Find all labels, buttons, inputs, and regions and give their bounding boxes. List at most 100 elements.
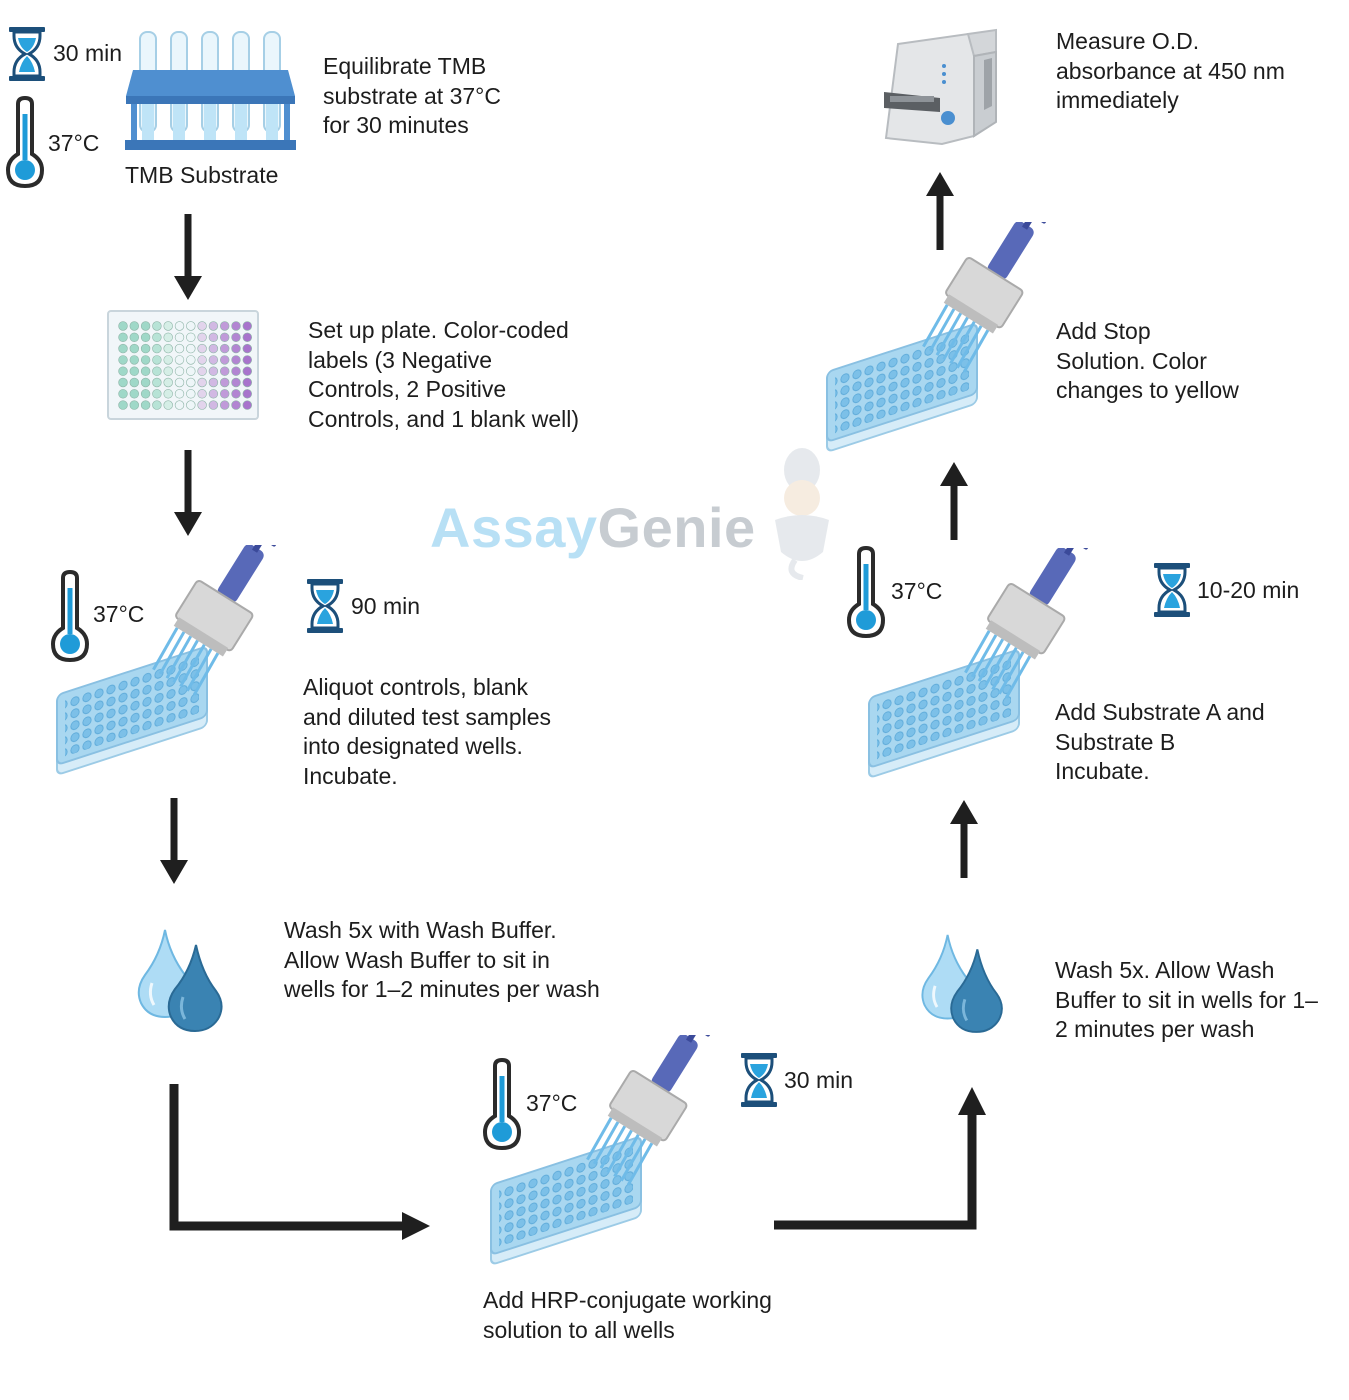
plate-well bbox=[219, 389, 230, 399]
temperature-label: 37°C bbox=[526, 1090, 578, 1116]
plate-well bbox=[152, 343, 162, 354]
plate-well bbox=[129, 355, 139, 365]
watermark-logo: AssayGenie bbox=[430, 496, 756, 559]
plate-well bbox=[152, 389, 162, 399]
plate-well bbox=[118, 321, 128, 331]
plate-pipette-icon bbox=[52, 545, 292, 785]
plate-pipette-icon bbox=[822, 222, 1062, 462]
hourglass-icon bbox=[305, 578, 345, 634]
plate-well bbox=[242, 355, 253, 365]
plate-well bbox=[152, 377, 162, 388]
plate-well bbox=[219, 321, 230, 331]
arrow-elbow-up bbox=[774, 1087, 986, 1230]
plate-well bbox=[231, 366, 241, 376]
hourglass-icon bbox=[7, 26, 47, 82]
step-aliquot-text: Aliquot controls, blank and diluted test… bbox=[303, 674, 552, 789]
plate-well bbox=[140, 389, 151, 399]
plate-well bbox=[129, 343, 139, 354]
arrow-up bbox=[950, 800, 978, 878]
plate-well bbox=[118, 343, 128, 354]
plate-well bbox=[197, 377, 207, 388]
plate-well bbox=[242, 389, 253, 399]
water-drops-icon bbox=[914, 930, 1010, 1036]
plate-well bbox=[163, 377, 173, 388]
plate-well bbox=[174, 355, 185, 365]
arrow-down bbox=[174, 214, 202, 300]
plate-well bbox=[197, 332, 207, 342]
plate-well bbox=[129, 389, 139, 399]
step-hrp-text: Add HRP-conjugate working solution to al… bbox=[483, 1287, 772, 1343]
plate-well bbox=[242, 366, 253, 376]
plate-well bbox=[219, 366, 230, 376]
plate-well bbox=[118, 366, 128, 376]
step-wash-2-text: Wash 5x. Allow Wash Buffer to sit in wel… bbox=[1055, 957, 1318, 1042]
plate-well bbox=[118, 332, 128, 342]
genie-mascot-icon bbox=[775, 448, 829, 580]
plate-well bbox=[186, 400, 196, 410]
plate-well bbox=[118, 377, 128, 388]
plate-well bbox=[140, 355, 151, 365]
arrow-up bbox=[926, 172, 954, 250]
plate-well bbox=[152, 400, 162, 410]
plate-well bbox=[118, 400, 128, 410]
plate-well bbox=[219, 343, 230, 354]
plate-well bbox=[197, 343, 207, 354]
plate-well bbox=[242, 377, 253, 388]
plate-well bbox=[219, 355, 230, 365]
plate-well bbox=[208, 343, 219, 354]
water-drops-icon bbox=[130, 925, 230, 1035]
plate-well bbox=[152, 355, 162, 365]
plate-well bbox=[231, 355, 241, 365]
plate-well bbox=[140, 366, 151, 376]
plate-well bbox=[163, 389, 173, 399]
step-stop-text: Add Stop Solution. Color changes to yell… bbox=[1056, 318, 1239, 403]
plate-well bbox=[129, 400, 139, 410]
plate-reader-icon bbox=[884, 28, 997, 146]
plate-well bbox=[174, 389, 185, 399]
plate-well bbox=[152, 321, 162, 331]
plate-well bbox=[231, 321, 241, 331]
plate-well bbox=[186, 377, 196, 388]
step-equilibrate-text: Equilibrate TMB substrate at 37°C for 30… bbox=[323, 53, 501, 138]
step-substrate-text: Add Substrate A and Substrate B Incubate… bbox=[1055, 699, 1265, 784]
thermometer-icon bbox=[5, 96, 45, 188]
plate-well bbox=[186, 321, 196, 331]
plate-well bbox=[208, 377, 219, 388]
plate-well bbox=[129, 332, 139, 342]
plate-pipette-icon bbox=[486, 1035, 726, 1275]
plate-well bbox=[197, 366, 207, 376]
temperature-label: 37°C bbox=[93, 601, 145, 627]
plate-well bbox=[163, 321, 173, 331]
step-wash-1-text: Wash 5x with Wash Buffer. Allow Wash Buf… bbox=[284, 917, 600, 1002]
test-tube-rack-icon bbox=[125, 31, 296, 150]
plate-well bbox=[242, 343, 253, 354]
temperature-label: 37°C bbox=[48, 130, 100, 156]
plate-well bbox=[208, 366, 219, 376]
plate-well bbox=[163, 332, 173, 342]
time-label: 30 min bbox=[784, 1067, 854, 1093]
plate-well bbox=[152, 332, 162, 342]
reagent-label: TMB Substrate bbox=[125, 162, 279, 188]
plate-well bbox=[186, 366, 196, 376]
plate-well bbox=[208, 321, 219, 331]
plate-well bbox=[174, 366, 185, 376]
plate-well bbox=[208, 332, 219, 342]
plate-well bbox=[140, 321, 151, 331]
plate-well bbox=[163, 343, 173, 354]
step-measure-text: Measure O.D. absorbance at 450 nm immedi… bbox=[1056, 28, 1285, 113]
plate-well bbox=[129, 321, 139, 331]
plate-well bbox=[231, 377, 241, 388]
plate-well bbox=[219, 332, 230, 342]
plate-well bbox=[163, 355, 173, 365]
plate-well bbox=[219, 377, 230, 388]
plate-well bbox=[140, 332, 151, 342]
plate-well bbox=[140, 343, 151, 354]
plate-well bbox=[208, 389, 219, 399]
arrow-down bbox=[160, 798, 188, 884]
plate-well bbox=[219, 400, 230, 410]
plate-well bbox=[197, 355, 207, 365]
plate-well bbox=[118, 355, 128, 365]
plate-well bbox=[208, 400, 219, 410]
plate-well bbox=[186, 343, 196, 354]
plate-well bbox=[140, 377, 151, 388]
